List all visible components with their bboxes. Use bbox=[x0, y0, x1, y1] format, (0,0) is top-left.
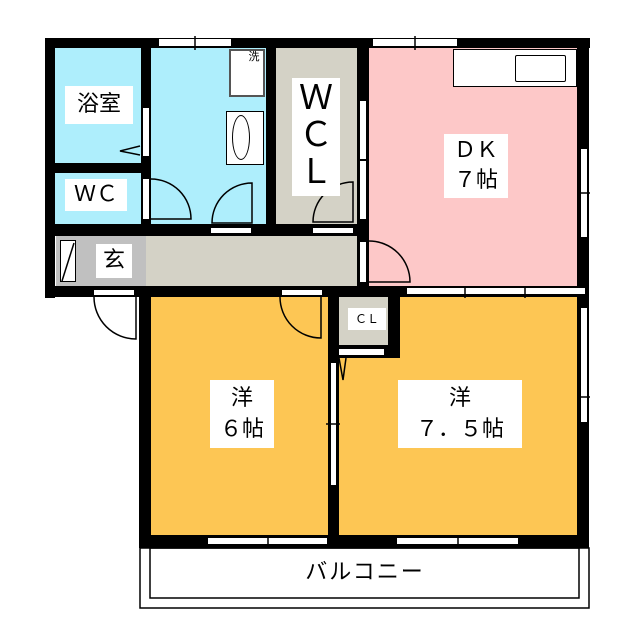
wcl-label-line: Ｌ bbox=[299, 152, 333, 192]
door-opening bbox=[359, 241, 367, 283]
western75-label-line: 洋 bbox=[448, 386, 471, 411]
sliding-door bbox=[142, 107, 150, 157]
sliding-door bbox=[330, 362, 337, 486]
hallway bbox=[146, 236, 360, 286]
toilet-label: ＷＣ bbox=[65, 179, 127, 211]
window bbox=[396, 537, 519, 545]
sliding-door bbox=[359, 100, 367, 160]
sliding-door bbox=[359, 160, 367, 220]
wall bbox=[45, 224, 369, 236]
door-opening bbox=[281, 289, 323, 296]
western6-label-line: ６帖 bbox=[219, 417, 264, 442]
western-room-7-5-label: 洋 ７．５帖 bbox=[398, 380, 522, 448]
entrance-label: 玄 bbox=[96, 244, 132, 278]
balcony-label: バルコニー bbox=[305, 560, 425, 585]
window bbox=[580, 148, 588, 238]
wall bbox=[266, 38, 276, 236]
washroom-label: 洗 bbox=[248, 50, 260, 63]
sliding-door bbox=[142, 178, 150, 220]
washbasin-bowl bbox=[232, 115, 250, 160]
wall bbox=[388, 286, 400, 358]
wcl-label-line: Ｗ bbox=[299, 78, 333, 118]
window bbox=[372, 38, 458, 47]
wall bbox=[45, 38, 590, 48]
door-opening bbox=[93, 289, 135, 296]
dining-kitchen-label: ＤＫ ７帖 bbox=[444, 134, 508, 198]
door-opening bbox=[210, 227, 252, 234]
entrance-step bbox=[60, 240, 76, 282]
window bbox=[207, 537, 328, 545]
door-opening bbox=[338, 348, 385, 356]
window bbox=[580, 307, 588, 423]
bathroom-label: 浴室 bbox=[65, 86, 133, 124]
window bbox=[406, 287, 586, 295]
washing-machine-space bbox=[229, 49, 265, 97]
dk-label-line: ＤＫ bbox=[453, 138, 498, 163]
western-room-6-label: 洋 ６帖 bbox=[210, 380, 274, 448]
walk-in-closet-label: Ｗ Ｃ Ｌ bbox=[292, 78, 340, 196]
western75-label-line: ７．５帖 bbox=[415, 417, 504, 442]
closet-label: ＣＬ bbox=[348, 308, 386, 330]
western6-label-line: 洋 bbox=[230, 386, 253, 411]
window bbox=[158, 38, 232, 47]
dk-label-line: ７帖 bbox=[453, 168, 498, 193]
wall bbox=[139, 286, 151, 548]
door-opening bbox=[312, 227, 354, 234]
kitchen-sink bbox=[515, 55, 566, 82]
wall bbox=[45, 163, 145, 173]
wcl-label-line: Ｃ bbox=[299, 115, 333, 155]
